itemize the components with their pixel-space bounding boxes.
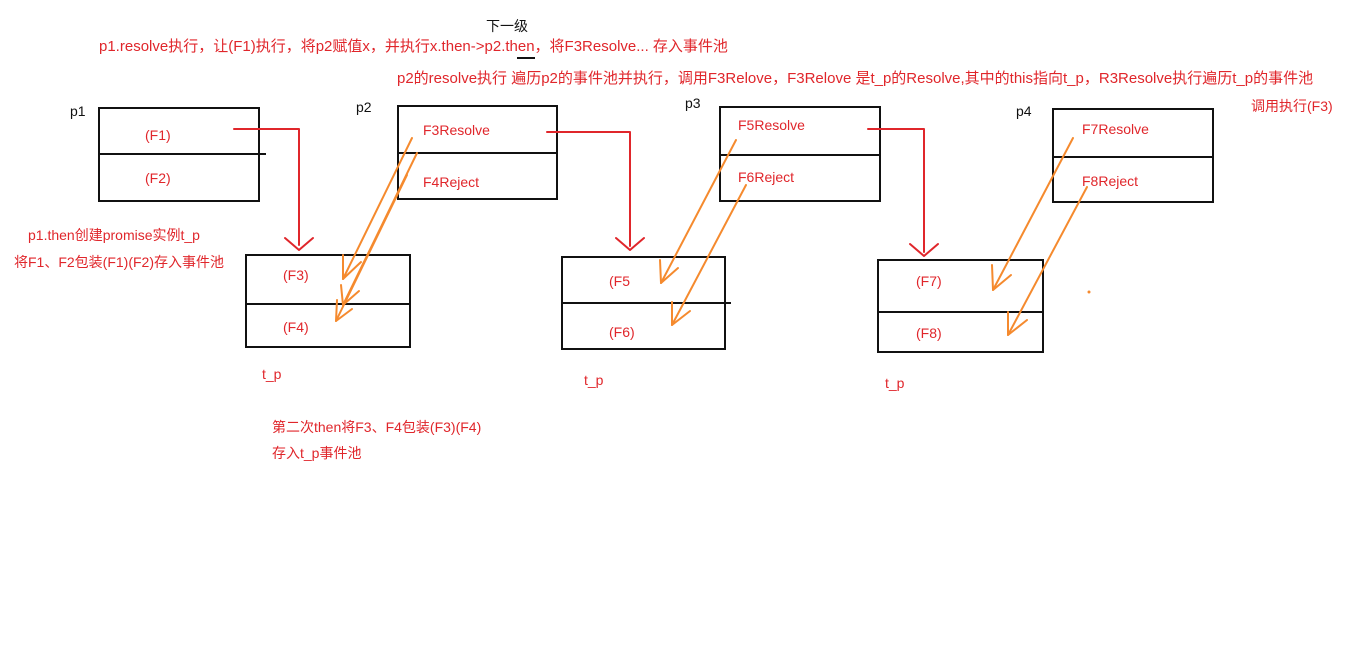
- tp-divider-1: [245, 303, 411, 305]
- tp-2-bottom: (F6): [609, 324, 635, 340]
- red-arrow-p1-to-tp1: [233, 128, 300, 246]
- red-arrow-p2-to-tp2: [546, 131, 631, 247]
- next-level-underline: [517, 57, 535, 59]
- next-level-label: 下一级: [486, 18, 528, 34]
- second-then-annotation-2: 存入t_p事件池: [272, 445, 362, 461]
- promise-p2-bottom: F4Reject: [423, 174, 480, 190]
- second-then-annotation-1: 第二次then将F3、F4包装(F3)(F4): [272, 419, 482, 435]
- promise-label-p3: p3: [685, 95, 701, 111]
- red-arrows: [233, 128, 939, 257]
- orange-arrowhead-6: [991, 264, 1012, 291]
- tp-label-3: t_p: [885, 375, 905, 391]
- promise-label-p2: p2: [356, 99, 372, 115]
- promise-divider-p1: [98, 153, 266, 155]
- top-annotation: p1.resolve执行，让(F1)执行，将p2赋值x，并执行x.then->p…: [99, 38, 728, 55]
- orange-arrowhead-2: [340, 284, 360, 306]
- p2-resolve-annotation: p2的resolve执行 遍历p2的事件池并执行，调用F3Relove，F3Re…: [397, 70, 1314, 87]
- orange-arrow-f4-to-tp1-bottom: [335, 174, 408, 322]
- p2-resolve-annotation-cont: 调用执行(F3): [1251, 98, 1333, 114]
- tp-3-top: (F7): [916, 273, 942, 289]
- orange-arrowhead-7: [1007, 311, 1028, 336]
- promise-p3-bottom: F6Reject: [738, 169, 795, 185]
- orange-arrow-f8-to-tp3-bottom: [1007, 186, 1088, 336]
- promise-p1-bottom: (F2): [145, 170, 171, 186]
- orange-arrowhead-4: [659, 259, 679, 284]
- tp-label-1: t_p: [262, 366, 282, 382]
- tp-label-2: t_p: [584, 372, 604, 388]
- orange-arrow-f7-to-tp3-top: [992, 137, 1074, 291]
- promise-label-p1: p1: [70, 103, 86, 119]
- tp-3-bottom: (F8): [916, 325, 942, 341]
- tp-divider-2: [561, 302, 731, 304]
- orange-arrow-f5-to-tp2-top: [660, 139, 737, 284]
- promise-divider-p4: [1052, 156, 1214, 158]
- promise-p2-top: F3Resolve: [423, 122, 490, 138]
- orange-arrow-f3-to-tp1-top: [342, 137, 413, 280]
- tp-divider-3: [877, 311, 1044, 313]
- promise-p4-top: F7Resolve: [1082, 121, 1149, 137]
- orange-arrows: [335, 137, 1088, 336]
- orange-arrowhead-5: [671, 301, 691, 326]
- red-arrowhead-1: [284, 237, 314, 251]
- then-create-annotation-2: 将F1、F2包装(F1)(F2)存入事件池: [14, 254, 224, 270]
- orange-arrowhead-3: [335, 299, 353, 322]
- tp-box-3: [877, 259, 1044, 353]
- red-arrow-p3-to-tp3: [867, 128, 925, 253]
- tp-2-top: (F5: [609, 273, 630, 289]
- tp-1-top: (F3): [283, 267, 309, 283]
- promise-box-p4: [1052, 108, 1214, 203]
- red-arrowhead-2: [615, 237, 645, 251]
- then-create-annotation-1: p1.then创建promise实例t_p: [28, 227, 200, 243]
- red-arrowhead-3: [909, 243, 939, 257]
- tp-box-1: [245, 254, 411, 348]
- promise-p1-top: (F1): [145, 127, 171, 143]
- tp-1-bottom: (F4): [283, 319, 309, 335]
- orange-arrow-f6-to-tp2-bottom: [671, 184, 747, 326]
- promise-p4-bottom: F8Reject: [1082, 173, 1139, 189]
- promise-p3-top: F5Resolve: [738, 117, 805, 133]
- promise-label-p4: p4: [1016, 103, 1032, 119]
- promise-divider-p3: [719, 154, 881, 156]
- stray-dot: [1087, 290, 1091, 294]
- promise-divider-p2: [397, 152, 558, 154]
- orange-arrowhead-1: [342, 254, 362, 280]
